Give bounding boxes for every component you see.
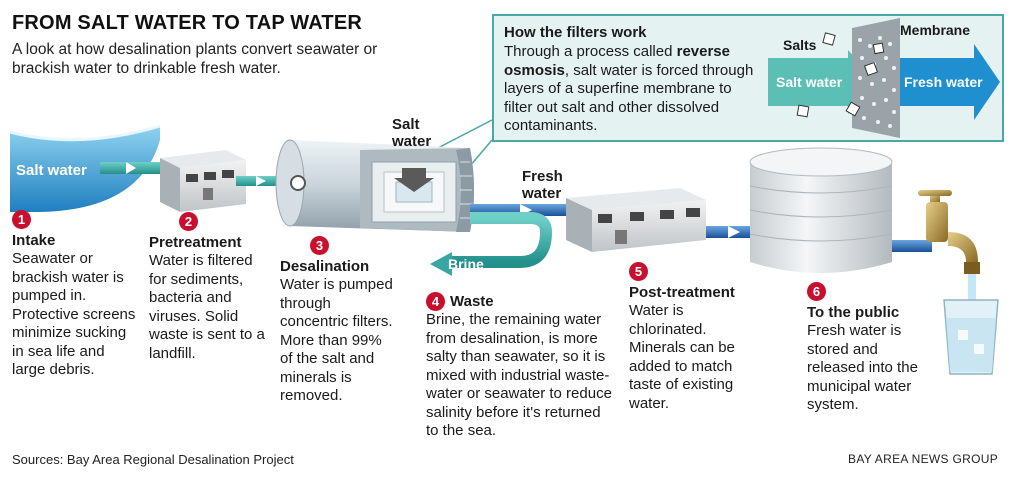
flow-arrow [256, 176, 266, 186]
salt-water-arrow-label: Salt water [776, 74, 843, 90]
water-stream [968, 274, 976, 304]
filters-title: How the filters work [504, 24, 647, 41]
flow-arrow [728, 226, 740, 238]
step-to-the-public: 6 To the public Fresh water is stored an… [807, 282, 927, 415]
pretreatment-unit [160, 150, 246, 212]
salts-label: Salts [783, 37, 817, 53]
filters-text: Through a process called reverse osmosis… [504, 43, 754, 134]
page-subtitle: A look at how desalination plants conver… [12, 41, 378, 77]
step-number-badge: 2 [179, 212, 198, 231]
step-waste: 4 Waste Brine, the remaining water from … [426, 292, 616, 441]
fresh-water-arrow-label: Fresh water [904, 74, 983, 90]
membrane-graphic [852, 18, 900, 138]
fresh-water-label: Fresh water [522, 168, 563, 202]
down-arrow-icon [394, 168, 434, 192]
filters-info-box: How the filters work Through a process c… [492, 14, 1004, 142]
step-title: Intake [12, 232, 56, 249]
step-number-badge: 6 [807, 282, 826, 301]
step-number-badge: 1 [12, 210, 31, 229]
flow-arrow [126, 162, 136, 174]
step-text: Water is filtered for sediments, bacteri… [149, 252, 265, 362]
brine-pipe [450, 212, 553, 268]
salt-crystals [796, 32, 885, 118]
step-post-treatment: 5 Post-treatment Water is chlorinated. M… [629, 262, 757, 413]
callout-line [469, 139, 493, 167]
seawater [10, 126, 160, 212]
step-text: Water is chlorinated. Minerals can be ad… [629, 302, 735, 412]
step-intake: 1 Intake Seawater or brackish water is p… [12, 210, 140, 380]
step-title: Pretreatment [149, 234, 242, 251]
step-text: Fresh water is stored and released into … [807, 322, 918, 413]
step-title: Desalination [280, 258, 370, 275]
faucet-pipe [892, 240, 932, 252]
brine-label: Brine [448, 256, 484, 272]
page-title: FROM SALT WATER TO TAP WATER [12, 12, 363, 34]
step-number-badge: 5 [629, 262, 648, 281]
step-number-badge: 4 [426, 292, 445, 311]
wave-crest [9, 124, 161, 142]
step-desalination: 3 Desalination Water is pumped through c… [280, 236, 398, 406]
membrane-label: Membrane [900, 22, 971, 38]
salt-water-top-label: Salt water [392, 116, 432, 150]
sources-note: Sources: Bay Area Regional Desalination … [12, 452, 294, 467]
step-title: Waste [450, 292, 494, 310]
gauge-icon [290, 175, 306, 191]
brine-arrow [430, 252, 452, 276]
step-text: Brine, the remaining water from desalina… [426, 311, 612, 439]
salt-water-arrow [768, 50, 876, 114]
storage-tank [749, 147, 893, 273]
credit-line: BAY AREA NEWS GROUP [848, 452, 998, 466]
membrane-pores [858, 36, 896, 128]
step-title: To the public [807, 304, 900, 321]
desalination-vessel [275, 139, 474, 232]
post-treatment-unit [566, 188, 706, 252]
step-pretreatment: 2 Pretreatment Water is filtered for sed… [149, 212, 267, 363]
step-text: Water is pumped through concentric filte… [280, 276, 393, 404]
step-text: Seawater or brackish water is pumped in.… [12, 250, 136, 378]
step-number-badge: 3 [310, 236, 329, 255]
faucet-icon [918, 190, 980, 274]
callout-line [433, 119, 493, 151]
fresh-water-arrow [900, 44, 1000, 120]
step-title: Post-treatment [629, 284, 735, 301]
reverse-osmosis-graphic [768, 18, 1000, 138]
salt-water-label: Salt water [16, 162, 87, 179]
glass-icon [943, 299, 999, 375]
